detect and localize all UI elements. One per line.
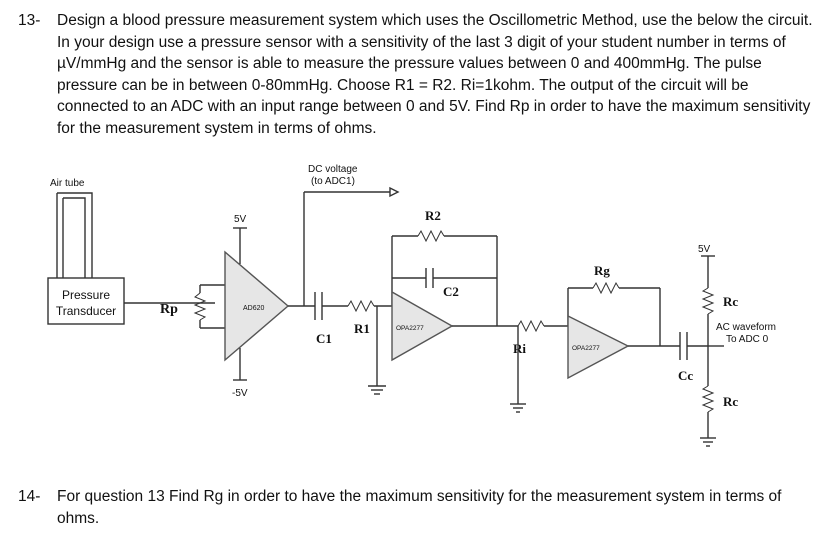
opa2277-amplifier-2 — [567, 314, 630, 380]
rp-label: Rp — [160, 302, 178, 317]
rc-resistor-bottom — [701, 385, 715, 413]
dc-voltage-label-2: (to ADC1) — [311, 176, 355, 187]
supply-pos-5v-2: 5V — [698, 244, 711, 255]
rc-label-top: Rc — [723, 294, 738, 309]
rg-resistor — [592, 281, 620, 295]
r2-label: R2 — [425, 208, 441, 223]
ri-label: Ri — [513, 341, 526, 356]
opa2277-label-2: OPA2277 — [572, 345, 600, 352]
opa2277-amplifier-1 — [391, 290, 454, 362]
ri-resistor — [517, 319, 545, 333]
question-14: 14- For question 13 Find Rg in order to … — [18, 486, 818, 531]
supply-neg-5v: -5V — [232, 388, 248, 399]
pressure-transducer — [47, 277, 125, 325]
r1-resistor — [347, 299, 375, 313]
c1-label: C1 — [316, 331, 332, 346]
ad620-amplifier — [224, 250, 290, 362]
rc-label-bottom: Rc — [723, 394, 738, 409]
question-text: For question 13 Find Rg in order to have… — [57, 488, 782, 527]
air-tube-label: Air tube — [50, 178, 85, 189]
transducer-label-line1: Pressure — [62, 288, 110, 302]
transducer-label-line2: Transducer — [56, 304, 116, 318]
question-13: 13- Design a blood pressure measurement … — [18, 10, 818, 160]
supply-pos-5v-1: 5V — [234, 214, 247, 225]
ac-waveform-label-1: AC waveform — [716, 322, 776, 333]
r1-label: R1 — [354, 321, 370, 336]
rg-label: Rg — [594, 263, 610, 278]
question-text: Design a blood pressure measurement syst… — [57, 12, 813, 137]
ac-waveform-label-2: To ADC 0 — [726, 334, 769, 345]
opa2277-label-1: OPA2277 — [396, 325, 424, 332]
cc-label: Cc — [678, 368, 693, 383]
rp-resistor — [193, 292, 207, 321]
circuit-diagram: Air tube Pressure Transducer Rp AD620 5V… — [47, 164, 776, 447]
c2-label: C2 — [443, 284, 459, 299]
dc-voltage-label-1: DC voltage — [308, 164, 358, 175]
question-number: 14- — [18, 488, 41, 505]
ad620-label: AD620 — [243, 305, 265, 312]
r2-resistor — [417, 229, 445, 243]
rc-resistor-top — [701, 287, 715, 315]
question-number: 13- — [18, 12, 41, 29]
